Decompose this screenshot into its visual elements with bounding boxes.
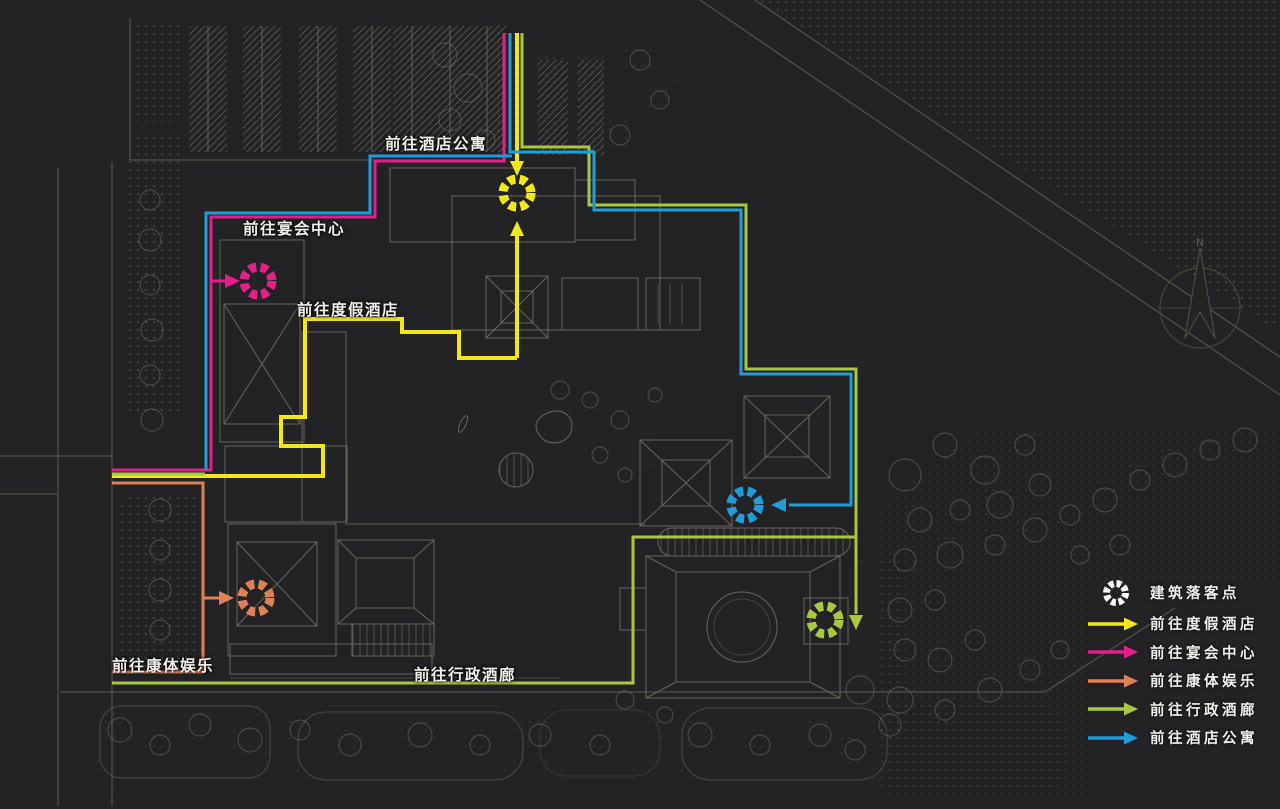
dropoff-banquet-center <box>239 262 277 300</box>
route-hotel-apartments-arrowhead <box>771 498 786 512</box>
route-executive-lounge-arrowhead <box>849 615 863 630</box>
route-resort-hotel-arrowhead <box>510 161 524 176</box>
legend-dropoff-row: 建筑落客点 <box>1086 579 1280 606</box>
legend-item-recreation: 前往康体娱乐 <box>1086 673 1280 690</box>
map-label-banquet-center: 前往宴会中心 <box>243 219 346 238</box>
legend: 建筑落客点 前往度假酒店 前往宴会中心 前往康体娱乐 前往行政酒廊 前往酒店公寓 <box>1086 579 1280 759</box>
legend-item-executive-lounge: 前往行政酒廊 <box>1086 702 1280 719</box>
route-recreation <box>112 481 234 674</box>
route-resort-hotel-arrowhead <box>510 221 524 236</box>
route-banquet-center <box>112 33 506 472</box>
orange-arrow-icon <box>1088 674 1138 687</box>
dropoff-point-icon <box>1103 579 1129 606</box>
legend-dropoff-label: 建筑落客点 <box>1150 585 1240 602</box>
dropoff-recreation <box>237 579 275 617</box>
compass-north-arrow: N <box>1158 236 1242 349</box>
route-executive-lounge <box>112 33 863 685</box>
route-banquet-center-arrowhead <box>225 274 240 288</box>
legend-item-banquet-center: 前往宴会中心 <box>1086 645 1280 662</box>
map-label-executive-lounge: 前往行政酒廊 <box>414 665 517 684</box>
green-arrow-icon <box>1088 702 1138 716</box>
dropoff-resort-hotel <box>498 174 536 212</box>
map-label-resort-hotel: 前往度假酒店 <box>297 300 400 319</box>
route-resort-hotel <box>112 33 524 478</box>
compass-n-label: N <box>1196 236 1204 249</box>
map-label-hotel-apartments: 前往酒店公寓 <box>385 134 488 153</box>
yellow-arrow-icon <box>1088 617 1138 630</box>
route-recreation-arrowhead <box>219 591 234 605</box>
magenta-arrow-icon <box>1088 645 1138 659</box>
legend-item-hotel-apartments: 前往酒店公寓 <box>1086 730 1280 747</box>
legend-item-resort-hotel: 前往度假酒店 <box>1086 616 1280 633</box>
dropoff-executive-lounge <box>806 601 844 639</box>
blue-arrow-icon <box>1088 731 1138 744</box>
dropoff-hotel-apartments <box>726 486 764 524</box>
map-label-recreation: 前往康体娱乐 <box>112 656 215 675</box>
route-hotel-apartments <box>204 33 853 512</box>
